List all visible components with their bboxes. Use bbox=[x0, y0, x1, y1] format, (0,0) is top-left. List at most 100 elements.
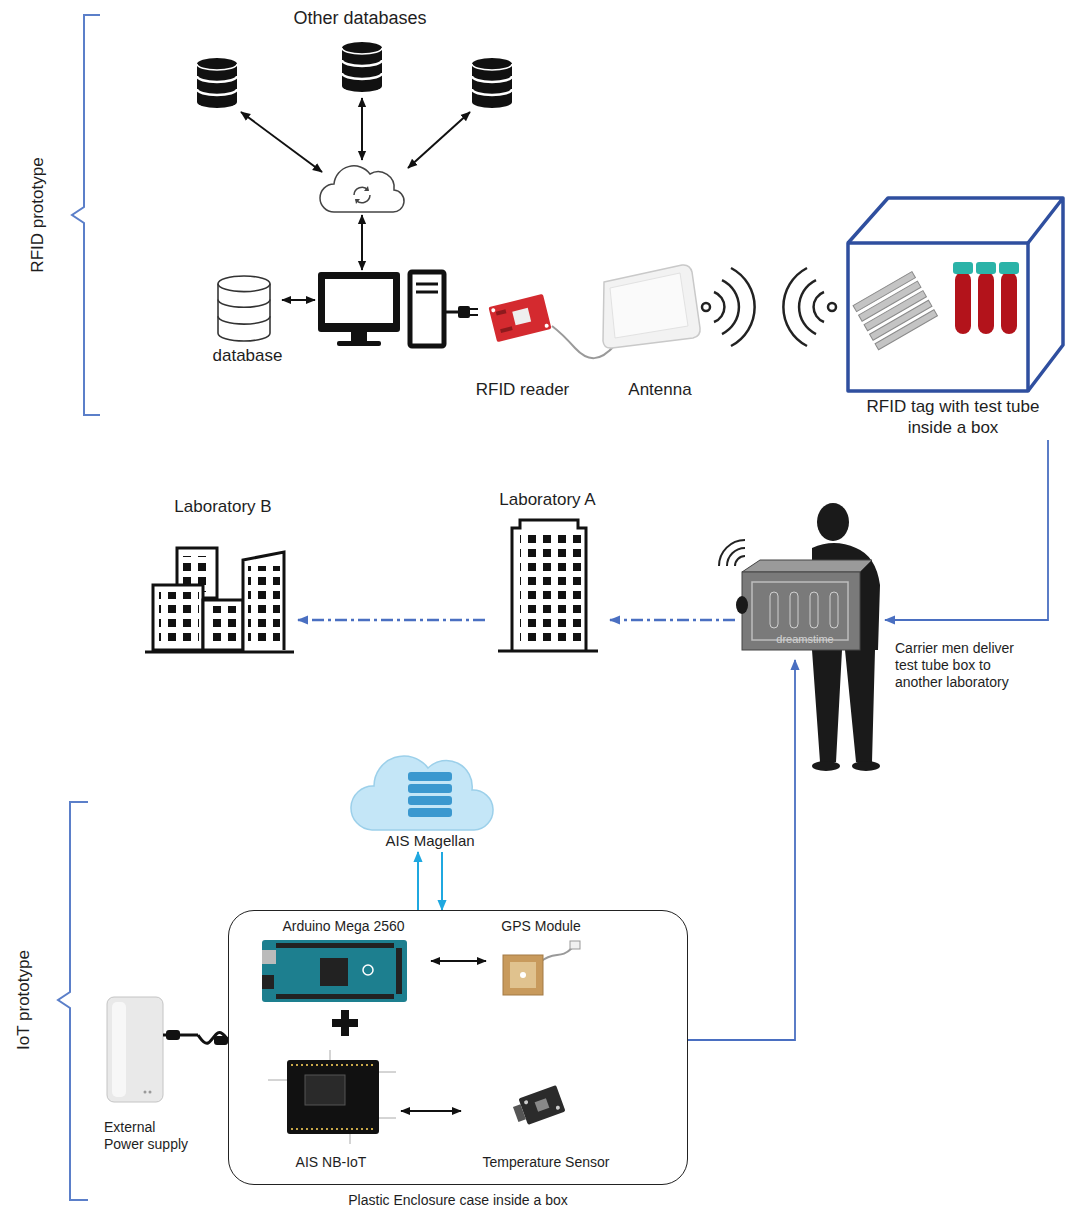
laboratory-building bbox=[243, 552, 284, 650]
radio-waves bbox=[814, 292, 824, 322]
database-symbol bbox=[342, 42, 382, 92]
radio-waves bbox=[702, 303, 710, 311]
laboratory-building bbox=[153, 585, 203, 650]
computer-symbol bbox=[337, 341, 381, 346]
computer-symbol bbox=[410, 272, 444, 346]
carrier-person bbox=[812, 650, 875, 762]
carrier-person bbox=[810, 592, 818, 628]
node-label: RFID tag with test tube inside a box bbox=[866, 397, 1041, 438]
laboratory-building: Laboratory A bbox=[485, 488, 610, 655]
box-outline bbox=[848, 243, 1028, 391]
section-label: RFID prototype bbox=[28, 157, 48, 272]
radio-waves bbox=[799, 280, 816, 334]
node-label: GPS Module bbox=[501, 918, 580, 935]
node-label: External Power supply bbox=[104, 1119, 194, 1153]
nb-iot-board bbox=[379, 1118, 396, 1119]
test-tube bbox=[999, 262, 1019, 274]
radio-waves bbox=[714, 292, 724, 322]
arduino-board bbox=[396, 948, 402, 994]
node-label: RFID reader bbox=[476, 380, 570, 400]
nb-iot-board: AIS NB-IoT bbox=[261, 1046, 401, 1173]
power-bank bbox=[144, 1091, 147, 1094]
test-tube bbox=[953, 262, 1019, 334]
node-label: Temperature Sensor bbox=[483, 1154, 610, 1171]
laboratory-building bbox=[145, 651, 294, 654]
microcontroller-board: Arduino Mega 2560 bbox=[256, 916, 431, 1006]
radio-waves bbox=[702, 268, 836, 346]
computer-symbol bbox=[318, 272, 400, 332]
power-bank bbox=[149, 1091, 152, 1094]
sample-box bbox=[848, 198, 1063, 391]
power-bank bbox=[107, 997, 228, 1102]
bracket bbox=[58, 15, 100, 1200]
test-tube bbox=[1001, 272, 1017, 334]
nb-iot-board bbox=[268, 1080, 287, 1081]
test-tube bbox=[976, 262, 996, 274]
cloud-server bbox=[351, 756, 493, 830]
nb-iot-board bbox=[291, 1128, 375, 1130]
nb-iot-board bbox=[379, 1072, 396, 1073]
laboratory-building bbox=[512, 520, 586, 650]
rfid-reader-board bbox=[512, 308, 531, 325]
radio-waves bbox=[722, 280, 739, 334]
gps-module bbox=[510, 962, 536, 988]
radio-waves bbox=[731, 268, 755, 346]
cloud-server bbox=[408, 808, 452, 817]
laboratory-building bbox=[248, 566, 280, 646]
computer-symbol bbox=[416, 291, 438, 294]
temperature-sensor: Temperature Sensor bbox=[461, 1066, 631, 1173]
temperature-sensor-board bbox=[524, 1100, 529, 1105]
rfid-reader-board bbox=[488, 294, 551, 342]
laboratory-building bbox=[159, 592, 199, 646]
arduino-board bbox=[262, 950, 276, 964]
nb-iot-board bbox=[330, 1050, 331, 1060]
carrier-person bbox=[852, 761, 880, 771]
connector-arrow bbox=[610, 619, 735, 622]
double-arrow bbox=[408, 112, 470, 168]
carrier-person bbox=[817, 503, 849, 541]
laboratory-building bbox=[203, 600, 243, 650]
antenna: Antenna bbox=[600, 258, 720, 402]
database-symbol bbox=[218, 276, 270, 341]
carrier-person bbox=[742, 560, 872, 572]
node-label: Arduino Mega 2560 bbox=[282, 918, 404, 935]
node-label: Laboratory B bbox=[174, 497, 271, 517]
radio-waves bbox=[828, 303, 836, 311]
computer-symbol bbox=[470, 308, 478, 310]
arduino-board bbox=[276, 994, 394, 999]
carrier-person bbox=[770, 592, 778, 628]
double-arrow bbox=[361, 98, 363, 160]
watermark: dreamstime bbox=[776, 633, 833, 646]
node-label: Other databases bbox=[293, 8, 426, 30]
node-label: AIS NB-IoT bbox=[296, 1154, 367, 1171]
power-bank bbox=[166, 1030, 180, 1040]
radio-waves bbox=[783, 268, 807, 346]
node-label: database bbox=[213, 346, 283, 366]
database-group: Other databases bbox=[180, 6, 540, 114]
node-label: Laboratory A bbox=[499, 490, 595, 510]
double-arrow bbox=[282, 299, 315, 301]
box-outline bbox=[848, 198, 1063, 391]
power-bank bbox=[163, 1034, 166, 1037]
node-label: Carrier men deliver test tube box to ano… bbox=[895, 640, 1035, 690]
laboratory-building bbox=[145, 520, 598, 652]
laboratory-building bbox=[520, 532, 582, 644]
computer-symbol bbox=[444, 311, 458, 314]
cloud-symbol bbox=[355, 186, 369, 204]
arduino-board bbox=[262, 975, 274, 989]
rfid-reader-board bbox=[496, 309, 507, 315]
double-arrow bbox=[361, 215, 363, 270]
rfid-reader-board bbox=[491, 308, 496, 313]
gps-module bbox=[503, 941, 580, 995]
connector-arrow bbox=[431, 960, 486, 962]
power-bank: External Power supply bbox=[98, 990, 198, 1155]
cloud-server bbox=[351, 756, 493, 830]
cloud-server bbox=[408, 796, 452, 805]
gps-module bbox=[570, 941, 580, 949]
gps-module bbox=[520, 972, 526, 978]
carrier-person bbox=[812, 761, 840, 771]
nb-iot-board bbox=[268, 1050, 396, 1144]
nb-iot-board bbox=[350, 1134, 351, 1144]
